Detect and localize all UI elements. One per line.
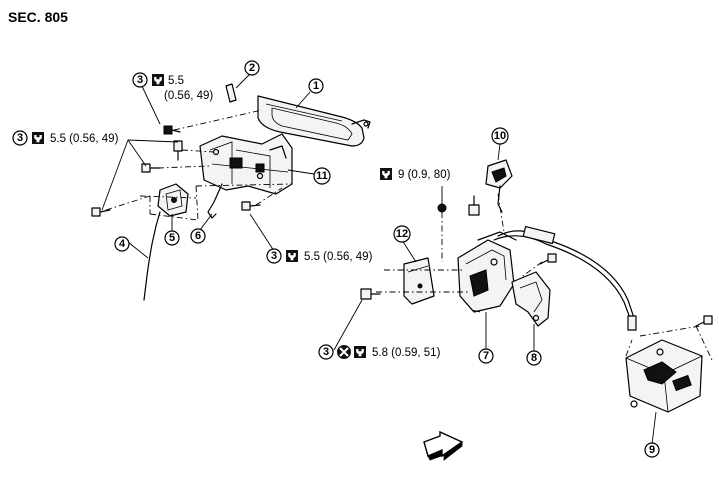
torque-spec-top: 5.5 (0.56, 49): [152, 74, 213, 102]
callout-3-top: 3: [132, 72, 148, 88]
svg-text:9: 9: [649, 444, 655, 456]
svg-text:3: 3: [271, 250, 277, 262]
svg-text:11: 11: [316, 170, 328, 182]
callout-1: 1: [308, 78, 324, 94]
inside-handle-bezel: [485, 159, 513, 189]
key-cylinder-lever: [157, 183, 189, 217]
torque-left-text: 5.5 (0.56, 49): [50, 133, 119, 145]
callout-10: 10: [491, 127, 509, 145]
latch-protector: [511, 271, 551, 327]
torque-wrench-icon: [32, 132, 44, 144]
handle-gasket: [225, 83, 237, 103]
svg-text:5: 5: [169, 232, 175, 244]
do-not-reuse-icon: [337, 345, 351, 359]
svg-text:10: 10: [494, 130, 506, 142]
door-lock-assembly: [625, 339, 703, 413]
torque-wrench-icon: [354, 346, 366, 358]
assembly-lines-latch: [376, 193, 713, 361]
latch-bolts: [360, 195, 713, 327]
callout-2: 2: [244, 60, 260, 76]
section-label: SEC. 805: [8, 9, 68, 25]
svg-text:12: 12: [396, 228, 408, 240]
callout-4: 4: [114, 236, 130, 252]
callout-11: 11: [313, 167, 331, 185]
svg-text:6: 6: [195, 230, 201, 242]
svg-text:2: 2: [249, 62, 255, 74]
torque-center-text: 9 (0.9, 80): [398, 169, 451, 181]
torque-wrench-icon: [286, 250, 298, 262]
callout-3-mid: 3: [266, 248, 282, 264]
torque-top-value: 5.5: [168, 75, 184, 87]
torque-top-unit: (0.56, 49): [164, 90, 213, 102]
handle-bracket: [199, 133, 293, 195]
callout-9: 9: [644, 442, 660, 458]
lock-rod: [143, 211, 161, 301]
callout-7: 7: [478, 348, 494, 364]
callout-12: 12: [393, 225, 411, 243]
front-direction-arrow-icon: [423, 430, 464, 461]
callout-8: 8: [526, 350, 542, 366]
svg-text:4: 4: [119, 238, 126, 250]
release-cable: [493, 225, 637, 331]
assembly-lines-handle: [105, 109, 293, 221]
torque-spec-mid: 5.5 (0.56, 49): [286, 250, 373, 263]
latch-bracket: [403, 257, 435, 305]
torque-spec-left: 5.5 (0.56, 49): [32, 132, 119, 145]
callout-leaders: [101, 73, 657, 445]
door-lock-actuator: [457, 231, 517, 313]
torque-wrench-icon: [380, 168, 392, 180]
svg-text:7: 7: [483, 350, 489, 362]
callout-5: 5: [164, 230, 180, 246]
handle-rod: [207, 183, 223, 219]
handle-bolts: [91, 125, 261, 217]
svg-text:3: 3: [323, 346, 329, 358]
torque-wrench-icon: [152, 74, 164, 86]
outside-handle: [257, 95, 371, 147]
torque-bottom-text: 5.8 (0.59, 51): [372, 347, 441, 359]
callout-6: 6: [190, 228, 206, 244]
torque-spec-center: 9 (0.9, 80): [380, 168, 451, 181]
torque-spec-bottom: 5.8 (0.59, 51): [337, 345, 441, 359]
torque-mid-text: 5.5 (0.56, 49): [304, 251, 373, 263]
svg-text:3: 3: [17, 132, 23, 144]
svg-text:8: 8: [531, 352, 537, 364]
callout-3-left: 3: [12, 130, 28, 146]
svg-text:3: 3: [137, 74, 143, 86]
svg-text:1: 1: [313, 80, 319, 92]
callout-3-bottom: 3: [318, 344, 334, 360]
